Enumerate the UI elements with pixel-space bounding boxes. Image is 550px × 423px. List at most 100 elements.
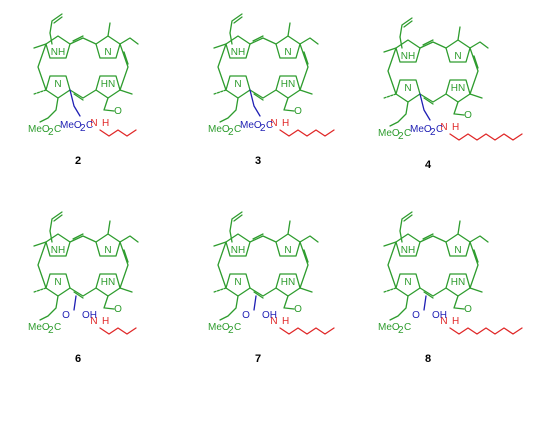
alkyl-chain [449,327,523,335]
vinyl-attach [399,230,403,243]
meso-bridge-top [419,41,447,49]
double-bond-top [72,35,84,42]
pyrroline-ring-d [225,273,251,297]
propionate-chain [389,101,409,127]
methyl-c [299,89,313,95]
compound-number: 8 [425,353,431,365]
pyrrole-ring-a [395,233,421,257]
carbon-label: C [234,322,241,333]
alkyl-chain [99,327,137,335]
amide-h-label: H [282,316,289,327]
subscript-2: 2 [48,325,54,336]
subscript-2: 2 [398,131,404,142]
methyl-b [287,220,291,235]
pyrroline-ring-d [395,79,421,103]
hn-label: HN [101,277,115,288]
methyl-c [119,89,133,95]
pyrrole-ring-a [225,35,251,59]
acid-o-label: O [412,310,420,321]
double-bond-bottom [253,291,264,299]
double-bond-top [422,39,434,46]
methyl-d [383,287,397,293]
meo2c-label: MeO [208,322,230,333]
acid-bond [423,295,427,311]
pyrrole-ring-b [275,233,301,257]
vinyl-group [229,211,243,232]
pyrrole-ring-c [95,75,121,99]
meso-bridge-bottom [249,287,277,297]
amide-bond [283,97,289,111]
amide-bond [103,97,109,111]
carbon-label: C [436,124,443,135]
vinyl-double-bond [403,20,413,28]
vinyl-group [49,211,63,232]
alkyl-chain [279,129,335,137]
meso-bridge-top [69,235,97,243]
pyrrole-ring-b [275,35,301,59]
nh-label: NH [51,245,65,256]
n-label: N [404,277,411,288]
subscript-2: 2 [228,127,234,138]
propionate-chain [219,97,239,123]
vinyl-attach [49,32,53,45]
methyl-d [213,287,227,293]
meso-bridge-right [119,43,129,91]
acid-bond [73,295,77,311]
pyrrole-ring-c [275,273,301,297]
meso-bridge-left [387,47,397,95]
amide-h-label: H [282,118,289,129]
vinyl-group [399,17,413,38]
methyl-b [457,220,461,235]
n-label: N [284,47,291,58]
carbonyl-bond [454,113,465,116]
compound-number: 3 [255,155,261,167]
carbonyl-o-label: O [464,304,472,315]
methyl-ester-link [69,89,81,117]
carbon-label: C [404,128,411,139]
compound-number: 7 [255,353,261,365]
subscript-2: 2 [398,325,404,336]
meso-bridge-right [469,241,479,289]
meo2c-ester-label: MeO [60,120,82,131]
meo2c-label: MeO [378,322,400,333]
ethyl-group [299,37,319,45]
meso-bridge-left [387,241,397,289]
pyrrole-ring-b [95,35,121,59]
meo2c-label: MeO [208,124,230,135]
meso-bridge-left [37,241,47,289]
meso-bridge-bottom [419,287,447,297]
double-bond-top [252,35,264,42]
pyrrole-ring-a [45,35,71,59]
amide-h-label: H [102,118,109,129]
pyrrole-ring-a [225,233,251,257]
pyrrole-ring-b [95,233,121,257]
vinyl-group [229,13,243,34]
double-bond-top [422,233,434,240]
compound-number: 4 [425,159,432,171]
acid-oh-label: OH [432,310,447,321]
methyl-ester-link [419,93,431,121]
methyl-a [383,241,397,247]
pyrrole-ring-c [275,75,301,99]
meso-bridge-right [469,47,479,95]
n-label: N [404,83,411,94]
methyl-c [469,287,483,293]
nh-label: NH [231,47,245,58]
acid-o-label: O [62,310,70,321]
compound-number: 2 [75,155,81,167]
meso-bridge-right [299,241,309,289]
acid-bond [253,295,257,311]
nh-label: NH [401,51,415,62]
meso-bridge-right [119,241,129,289]
methyl-a [33,241,47,247]
carbonyl-o-label: O [294,304,302,315]
meso-bridge-left [217,241,227,289]
amide-h-label: H [452,122,459,133]
n-label: N [454,245,461,256]
vinyl-double-bond [233,214,243,222]
methyl-d [33,287,47,293]
